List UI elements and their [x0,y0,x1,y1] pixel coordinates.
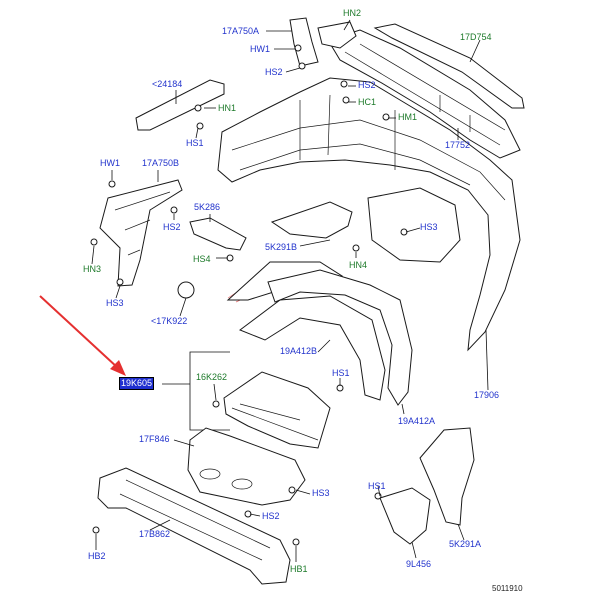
label-hs2-mid: HS2 [358,80,376,90]
label-19a412a: 19A412A [398,416,436,426]
label-5k286: 5K286 [194,202,221,212]
part-19a412a [267,269,413,406]
label-hn1: HN1 [218,103,237,113]
label-19a412b: 19A412B [280,346,318,356]
part-17b862 [97,467,291,585]
label-17a750a: 17A750A [222,26,260,36]
fasteners [90,44,408,546]
label-hw1-left: HW1 [100,158,120,168]
part-17d754 [373,23,525,109]
label-5k291b: 5K291B [265,242,298,252]
part-5k286 [189,217,247,251]
part-17752 [327,29,521,159]
leader-lines [91,19,489,562]
label-19k605[interactable]: 19K605 [118,377,155,390]
label-hs3-bottom: HS3 [312,488,330,498]
label-hs3-right: HS3 [420,222,438,232]
part-hn2-bracket [317,21,357,49]
label-17906: 17906 [474,390,500,400]
label-hs1-left: HS1 [186,138,204,148]
part-19a412b [238,295,386,401]
label-17a750b: 17A750B [142,158,180,168]
part-5k291a [419,427,475,526]
part-17f846 [187,427,306,506]
label-hn3: HN3 [83,264,102,274]
part-17906 [217,77,521,352]
part-5k291b [270,201,353,239]
label-17752: 17752 [445,140,471,150]
part-19k605 [223,371,331,449]
part-9l456 [379,487,431,545]
label-hn2: HN2 [343,8,362,18]
label-17k922: <17K922 [151,316,188,326]
label-24184: <24184 [152,79,183,89]
bumper-opening [367,187,461,263]
label-hb2: HB2 [88,551,106,561]
label-hs3-left: HS3 [106,298,124,308]
label-9l456: 9L456 [406,559,432,569]
part-17a750b [99,179,183,287]
part-17k922 [177,281,195,299]
label-hw1-top: HW1 [250,44,270,54]
label-hs1-bottom: HS1 [368,481,386,491]
label-hs4: HS4 [193,254,211,264]
label-17b862: 17B862 [139,529,171,539]
reference-code: 5011910 [492,584,523,593]
label-17d754: 17D754 [460,32,492,42]
label-hs1-mid: HS1 [332,368,350,378]
label-hn4: HN4 [349,260,368,270]
label-hs2-left: HS2 [163,222,181,232]
label-17f846: 17F846 [139,434,170,444]
label-hs2-top: HS2 [265,67,283,77]
label-hs2-bottom: HS2 [262,511,280,521]
label-hm1: HM1 [398,112,418,122]
part-24184 [135,79,225,131]
label-hc1: HC1 [358,97,377,107]
part-17a750a [289,17,319,67]
label-16k262: 16K262 [196,372,228,382]
label-hb1: HB1 [290,564,308,574]
red-arrow [39,295,126,376]
label-5k291a: 5K291A [449,539,482,549]
